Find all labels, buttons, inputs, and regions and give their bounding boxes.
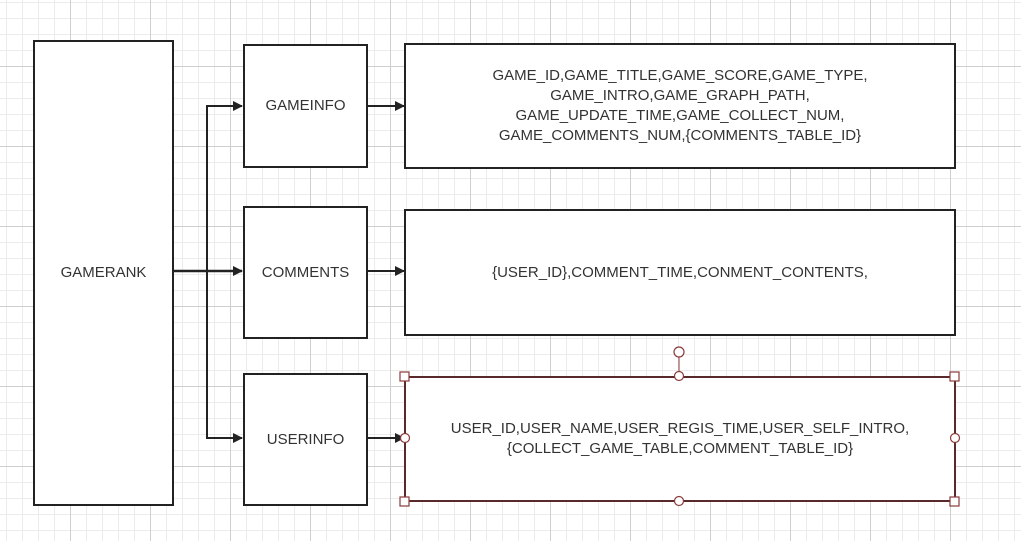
field-list: USER_ID,USER_NAME,USER_REGIS_TIME,USER_S… [450, 420, 910, 457]
resize-handle-top[interactable] [673, 370, 685, 382]
connector-gamerank-userinfo[interactable] [173, 270, 243, 443]
node-comments[interactable]: COMMENTS [243, 206, 368, 339]
node-userinfo[interactable]: USERINFO [243, 373, 368, 506]
node-label: GAMEINFO [265, 97, 346, 114]
resize-handle-left[interactable] [399, 432, 411, 444]
node-gameinfo[interactable]: GAMEINFO [243, 44, 368, 168]
node-label: USERINFO [266, 430, 345, 448]
rotate-handle[interactable] [673, 346, 685, 358]
field-list: {USER_ID},COMMENT_TIME,CONMENT_CONTENTS, [492, 263, 868, 281]
resize-handle-top-left[interactable] [399, 371, 410, 382]
resize-handle-bottom-right[interactable] [949, 496, 960, 507]
resize-handle-bottom[interactable] [673, 495, 685, 507]
node-gameinfo-fields[interactable]: GAME_ID,GAME_TITLE,GAME_SCORE,GAME_TYPE,… [404, 43, 956, 169]
field-list: GAME_ID,GAME_TITLE,GAME_SCORE,GAME_TYPE,… [492, 67, 868, 144]
node-label: COMMENTS [261, 263, 350, 281]
resize-handle-bottom-left[interactable] [399, 496, 410, 507]
node-gamerank[interactable]: GAMERANK [33, 40, 174, 506]
node-comments-fields[interactable]: {USER_ID},COMMENT_TIME,CONMENT_CONTENTS, [404, 209, 956, 336]
resize-handle-right[interactable] [949, 432, 961, 444]
node-label: GAMERANK [60, 264, 147, 281]
resize-handle-top-right[interactable] [949, 371, 960, 382]
